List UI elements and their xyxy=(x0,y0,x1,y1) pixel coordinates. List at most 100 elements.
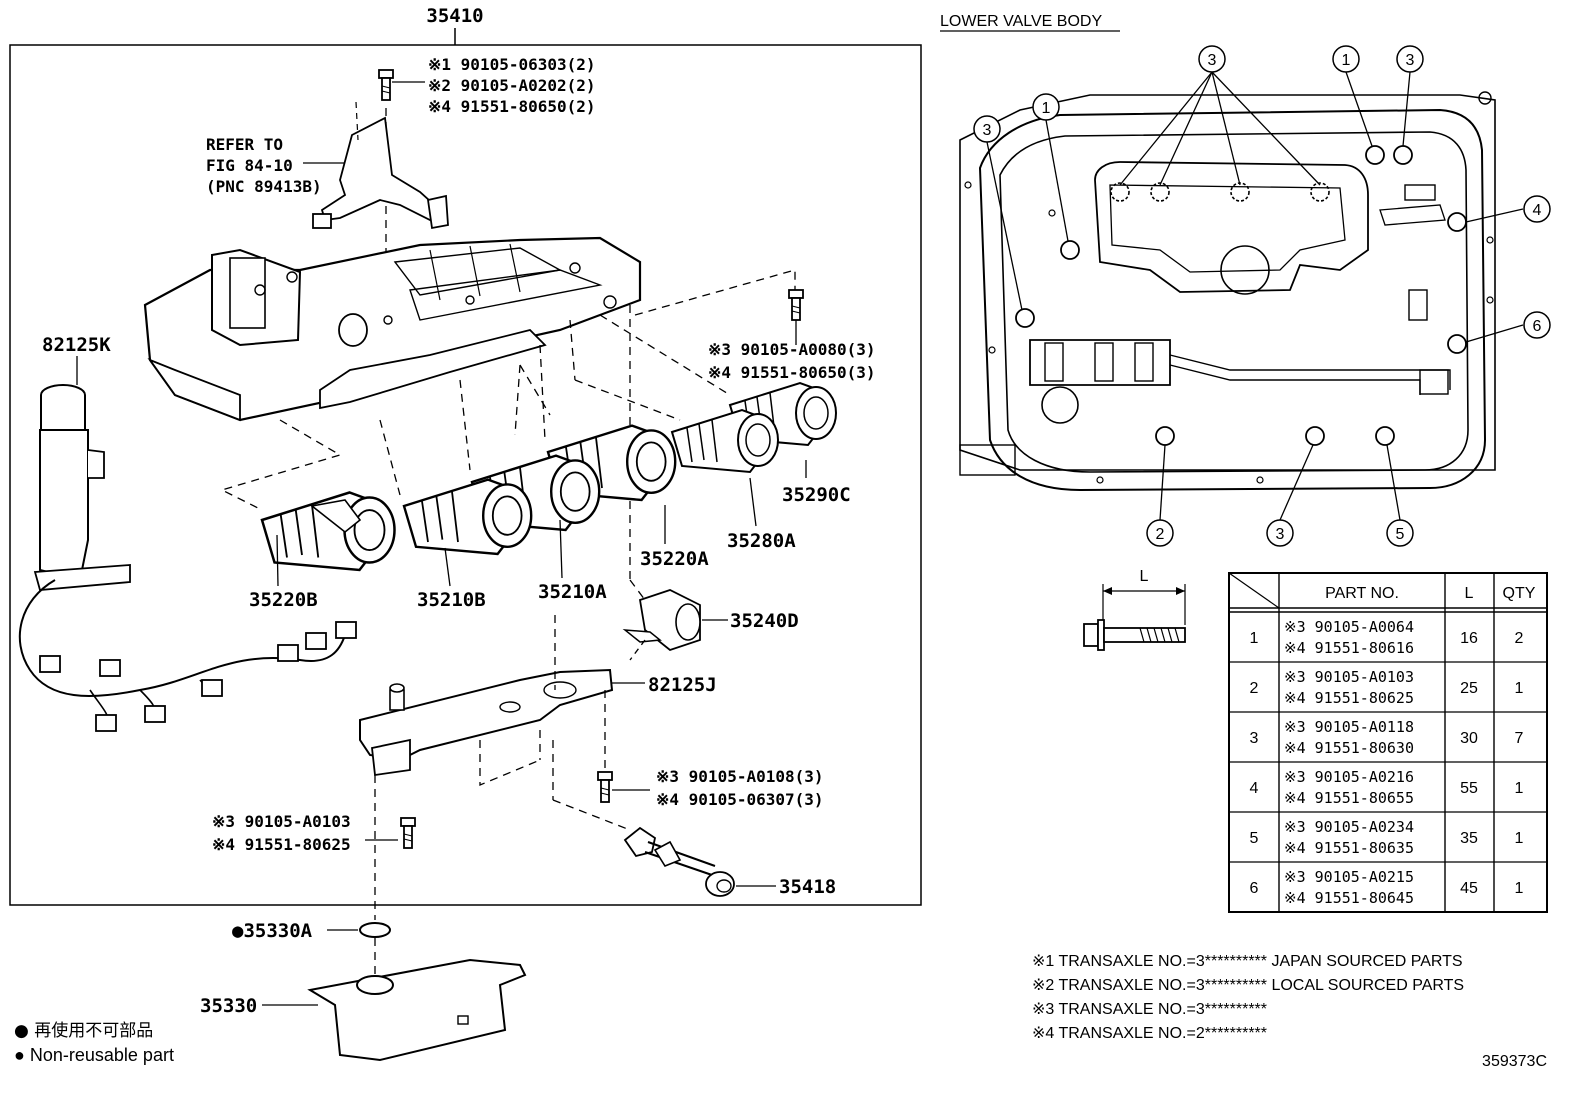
bracket-leaders xyxy=(374,615,631,920)
table-header-part-no: PART NO. xyxy=(1325,585,1399,602)
label-35280a: 35280A xyxy=(727,530,796,552)
table-row-index: 6 xyxy=(1250,880,1259,897)
table-row-length: 30 xyxy=(1460,730,1478,747)
refer-line-2: FIG 84-10 xyxy=(206,156,293,175)
table-row-qty: 1 xyxy=(1515,830,1524,847)
table-row-length: 55 xyxy=(1460,780,1478,797)
table-row-length: 25 xyxy=(1460,680,1478,697)
bolt-left-2: ※4 91551-80625 xyxy=(212,835,351,854)
figure-id: 359373C xyxy=(1482,1053,1547,1070)
solenoid-35240d-icon xyxy=(622,589,701,652)
table-header-l: L xyxy=(1465,585,1474,602)
solenoid-labels: 35290C 35280A 35220A 35210A 35210B 35220… xyxy=(249,484,851,611)
table-row-index: 2 xyxy=(1250,680,1259,697)
callout-numbers: 3 3 1 1 3 4 6 2 3 5 xyxy=(983,52,1542,543)
table-row-index: 5 xyxy=(1250,830,1259,847)
solenoid-35280a-icon xyxy=(671,409,779,473)
bolt-mid-2: ※4 90105-06307(3) xyxy=(656,790,824,809)
table-row-part-1: ※3 90105-A0103 xyxy=(1284,668,1414,686)
refer-line-1: REFER TO xyxy=(206,135,283,154)
table-row-part-2: ※4 91551-80630 xyxy=(1284,739,1414,757)
table-row-part-1: ※3 90105-A0118 xyxy=(1284,718,1414,736)
label-35418: 35418 xyxy=(779,876,836,898)
table-row-qty: 7 xyxy=(1515,730,1524,747)
label-35210a: 35210A xyxy=(538,581,607,603)
bolt-top-3: ※4 91551-80650(2) xyxy=(428,97,596,116)
label-35220b: 35220B xyxy=(249,589,318,611)
callout-right-1: 1 xyxy=(1342,52,1351,69)
label-35210b: 35210B xyxy=(417,589,486,611)
bolt-group-top: ※1 90105-06303(2) ※2 90105-A0202(2) ※4 9… xyxy=(428,55,596,116)
refer-note: REFER TO FIG 84-10 (PNC 89413B) xyxy=(206,135,322,196)
table-row-part-1: ※3 90105-A0064 xyxy=(1284,618,1414,636)
label-35330: 35330 xyxy=(200,995,257,1017)
table-row-qty: 2 xyxy=(1515,630,1524,647)
pipe-35418-icon xyxy=(623,826,735,897)
main-part-number: 35410 xyxy=(426,5,483,27)
table-row-qty: 1 xyxy=(1515,680,1524,697)
bolt-right-2: ※4 91551-80650(3) xyxy=(708,363,876,382)
table-row-part-2: ※4 91551-80616 xyxy=(1284,639,1414,657)
footnote-4: ※4 TRANSAXLE NO.=2********** xyxy=(1032,1025,1267,1042)
table-row-index: 3 xyxy=(1250,730,1259,747)
strainer-icon xyxy=(307,958,527,1062)
bolt-group-mid: ※3 90105-A0108(3) ※4 90105-06307(3) xyxy=(656,767,824,809)
table-row-index: 1 xyxy=(1250,630,1259,647)
callout-left-1: 1 xyxy=(1042,100,1051,117)
bolt-group-right: ※3 90105-A0080(3) ※4 91551-80650(3) xyxy=(708,340,876,382)
callout-circles xyxy=(973,45,1551,547)
callout-bottom-3: 3 xyxy=(1276,526,1285,543)
table-row-part-2: ※4 91551-80625 xyxy=(1284,689,1414,707)
label-82125j: 82125J xyxy=(648,674,717,696)
callout-4: 4 xyxy=(1533,202,1542,219)
solenoid-leaders xyxy=(276,460,807,587)
callout-right-3: 3 xyxy=(1406,52,1415,69)
label-35240d: 35240D xyxy=(730,610,799,632)
bracket-82125j-icon xyxy=(359,668,614,777)
label-35220a: 35220A xyxy=(640,548,709,570)
table-header-qty: QTY xyxy=(1503,585,1536,602)
table-row-length: 35 xyxy=(1460,830,1478,847)
table-row-part-2: ※4 91551-80655 xyxy=(1284,789,1414,807)
lower-valve-body-title: LOWER VALVE BODY xyxy=(940,13,1102,30)
bolt-right-1: ※3 90105-A0080(3) xyxy=(708,340,876,359)
table-row-part-2: ※4 91551-80635 xyxy=(1284,839,1414,857)
table-row-part-1: ※3 90105-A0234 xyxy=(1284,818,1414,836)
wire-harness-icon xyxy=(18,384,357,732)
bolt-top-2: ※2 90105-A0202(2) xyxy=(428,76,596,95)
label-82125k: 82125K xyxy=(42,334,111,356)
table-row-part-1: ※3 90105-A0216 xyxy=(1284,768,1414,786)
dimension-l-label: L xyxy=(1140,568,1149,585)
right-bolt-icon xyxy=(788,289,804,321)
top-bolt-icon xyxy=(378,69,394,101)
legend-jp: ● 再使用不可部品 xyxy=(14,1020,153,1041)
label-35330a: ●35330A xyxy=(232,920,313,942)
callout-6: 6 xyxy=(1533,318,1542,335)
bolt-top-1: ※1 90105-06303(2) xyxy=(428,55,596,74)
table-row-qty: 1 xyxy=(1515,780,1524,797)
footnote-3: ※3 TRANSAXLE NO.=3********** xyxy=(1032,1001,1267,1018)
legend-en: ● Non-reusable part xyxy=(14,1045,174,1065)
label-35290c: 35290C xyxy=(782,484,851,506)
refer-bracket-icon xyxy=(320,116,442,222)
table-row-part-2: ※4 91551-80645 xyxy=(1284,889,1414,907)
main-assembly-frame xyxy=(9,44,922,906)
callout-2: 2 xyxy=(1156,526,1165,543)
table-row-length: 45 xyxy=(1460,880,1478,897)
bolt-left-1: ※3 90105-A0103 xyxy=(212,812,351,831)
legend: ● 再使用不可部品 ● Non-reusable part xyxy=(14,1020,174,1065)
table-row-part-1: ※3 90105-A0215 xyxy=(1284,868,1414,886)
valve-body-icon xyxy=(143,236,642,422)
oring-icon xyxy=(359,922,391,938)
callout-leaders xyxy=(986,71,1524,521)
bolt-mid-1: ※3 90105-A0108(3) xyxy=(656,767,824,786)
footnote-1: ※1 TRANSAXLE NO.=3********** JAPAN SOURC… xyxy=(1032,953,1463,970)
bolt-length-illustration: L xyxy=(1083,568,1186,651)
left-bolt-icon xyxy=(400,817,416,849)
refer-line-3: (PNC 89413B) xyxy=(206,177,322,196)
bolt-group-left: ※3 90105-A0103 ※4 91551-80625 xyxy=(212,812,351,854)
solenoid-35210b-icon xyxy=(402,478,533,556)
table-row-length: 16 xyxy=(1460,630,1478,647)
lower-valve-body-icon xyxy=(959,91,1496,492)
